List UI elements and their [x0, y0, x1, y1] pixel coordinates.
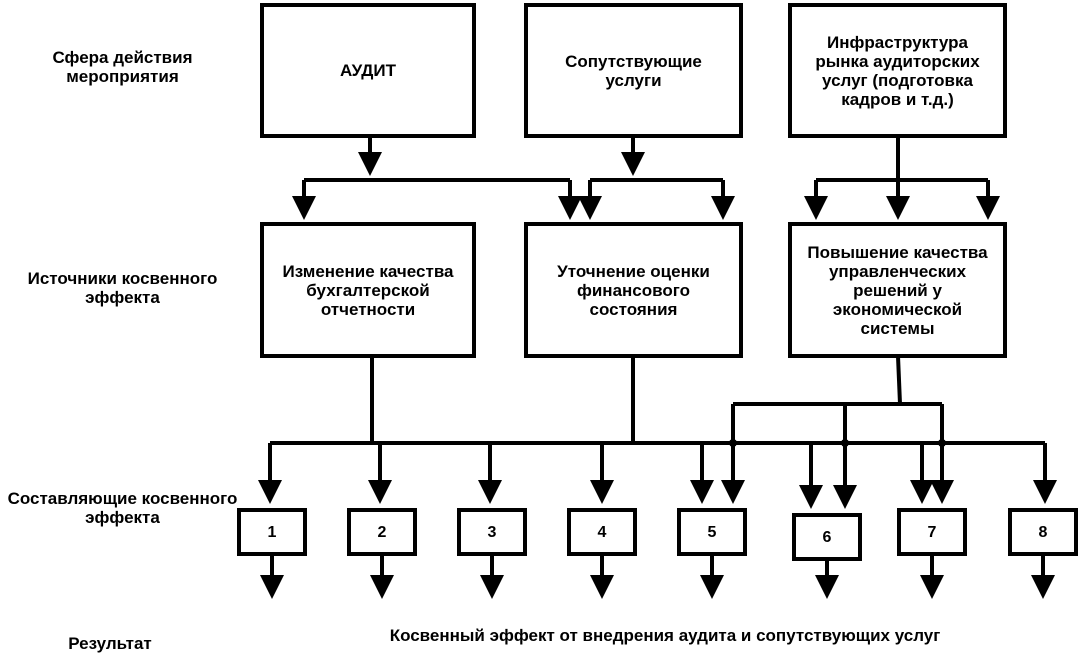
junction-dot [729, 439, 737, 447]
junction-dot [938, 439, 946, 447]
component-box-5: 5 [677, 508, 747, 556]
component-box-7: 7 [897, 508, 967, 556]
row-label-components: Составляющие косвенного эффекта [7, 489, 238, 527]
component-box-8: 8 [1008, 508, 1078, 556]
row-label-result: Результат [68, 634, 152, 653]
component-box-2: 2 [347, 508, 417, 556]
audit-box: АУДИТ [260, 3, 476, 138]
related-services-box: Сопутствующие услуги [524, 3, 743, 138]
infrastructure-box: Инфраструктура рынка аудиторских услуг (… [788, 3, 1007, 138]
management-decisions-box: Повышение качества управленческих решени… [788, 222, 1007, 358]
financial-assessment-box: Уточнение оценки финансового состояния [524, 222, 743, 358]
component-box-1: 1 [237, 508, 307, 556]
reporting-quality-box: Изменение качества бухгалтерской отчетно… [260, 222, 476, 358]
result-text: Косвенный эффект от внедрения аудита и с… [389, 626, 941, 645]
junction-dot [841, 439, 849, 447]
row-label-sources: Источники косвенного эффекта [27, 269, 218, 307]
connector-management-down [896, 355, 902, 405]
component-box-4: 4 [567, 508, 637, 556]
row-label-scope: Сфера действия мероприятия [52, 48, 193, 86]
component-box-3: 3 [457, 508, 527, 556]
component-box-6: 6 [792, 513, 862, 561]
